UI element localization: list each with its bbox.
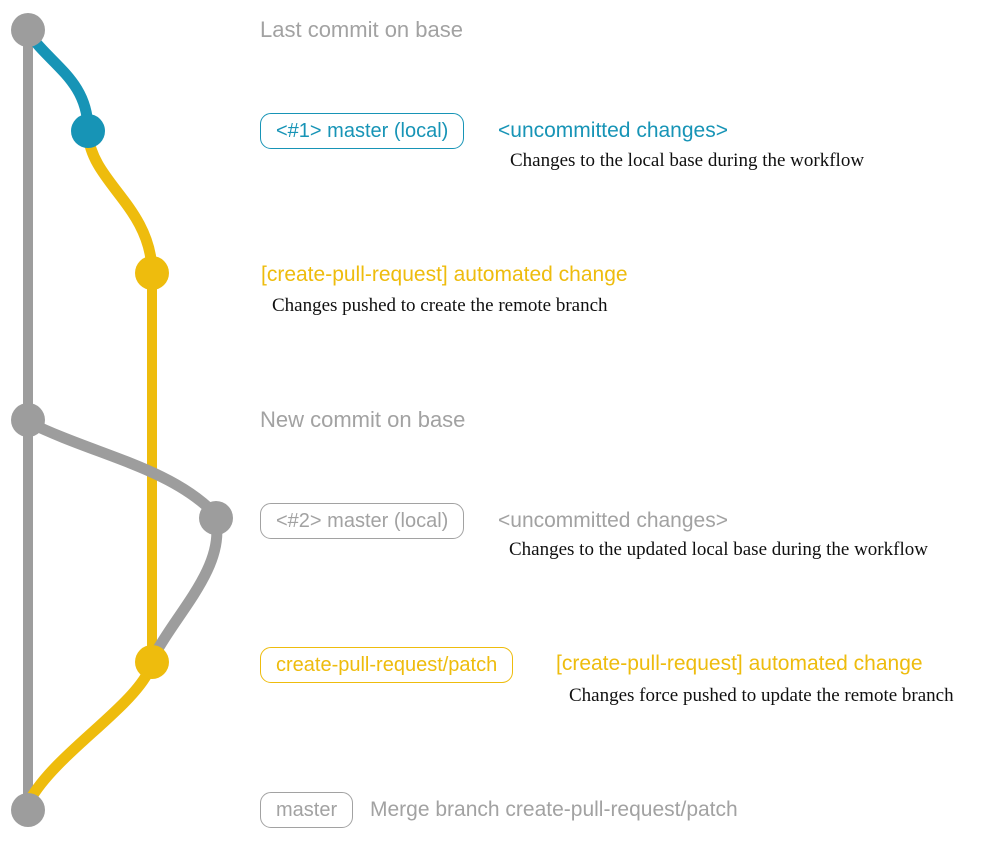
edge-patch-2-to-merge <box>25 663 157 803</box>
uncommitted-changes-note-2: <uncommitted changes> <box>498 509 728 532</box>
commit-node-last-base <box>11 13 45 47</box>
uncommitted-changes-desc-2: Changes to the updated local base during… <box>509 539 928 560</box>
branch-badge-master-local-2: <#2> master (local) <box>260 503 465 539</box>
merge-commit-label: Merge branch create-pull-request/patch <box>370 798 738 821</box>
uncommitted-changes-note-1: <uncommitted changes> <box>498 119 728 142</box>
commit-node-uncommitted-2 <box>199 501 233 535</box>
edge-uncommitted-2-to-patch-2 <box>149 521 223 659</box>
branch-badge-master-local-1: <#1> master (local) <box>260 113 465 149</box>
automated-change-desc-1: Changes pushed to create the remote bran… <box>272 295 608 316</box>
automated-change-note-1: [create-pull-request] automated change <box>261 263 628 286</box>
automated-change-desc-2: Changes force pushed to update the remot… <box>569 685 954 706</box>
edge-base-to-uncommitted-1 <box>23 28 94 131</box>
edge-uncommitted-1-to-patch-1 <box>82 133 158 269</box>
commit-node-uncommitted-1 <box>71 114 105 148</box>
edge-base-to-uncommitted-2 <box>25 417 217 516</box>
branch-badge-patch: create-pull-request/patch <box>260 647 514 683</box>
commit-node-new-base <box>11 403 45 437</box>
last-commit-label: Last commit on base <box>260 17 463 42</box>
new-commit-label: New commit on base <box>260 407 466 432</box>
automated-change-note-2: [create-pull-request] automated change <box>556 652 923 675</box>
branch-badge-master: master <box>260 792 354 828</box>
commit-node-patch-2 <box>135 645 169 679</box>
commit-node-patch-1 <box>135 256 169 290</box>
uncommitted-changes-desc-1: Changes to the local base during the wor… <box>510 150 865 171</box>
commit-node-merge <box>11 793 45 827</box>
